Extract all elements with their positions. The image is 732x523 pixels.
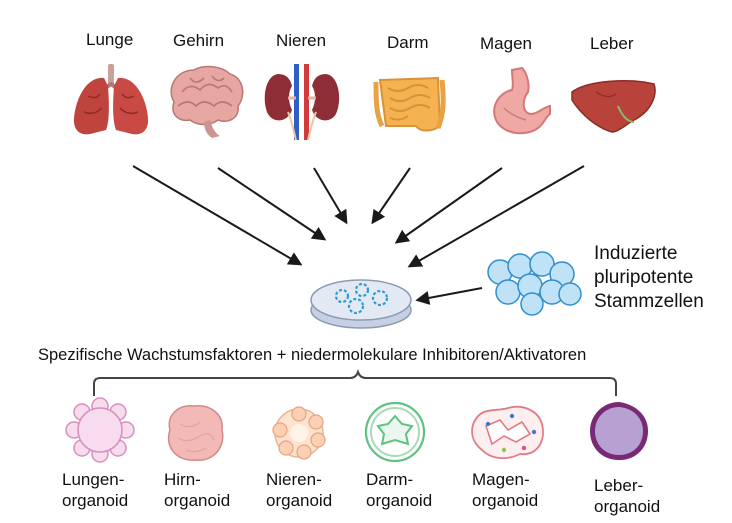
liver-icon — [571, 80, 656, 133]
organ-label-gehirn: Gehirn — [173, 31, 225, 50]
stem-cells-label-line-2: pluripotente — [594, 267, 694, 288]
kidney-icon — [264, 64, 340, 141]
organoid-label-stomach-2: organoid — [472, 491, 539, 510]
organoid-label-lung-1: Lungen- — [62, 470, 125, 489]
organ-label-leber: Leber — [590, 34, 634, 53]
organoid-label-kidney-1: Nieren- — [266, 470, 322, 489]
organ-label-magen: Magen — [480, 34, 532, 53]
stem-cells-label-line-1: Induzierte — [594, 243, 678, 264]
arrow-intestine — [371, 167, 411, 225]
stem-cells-label-line-3: Stammzellen — [594, 291, 704, 312]
organoid-label-stomach-1: Magen- — [472, 470, 530, 489]
stem-cell-cluster-icon — [487, 251, 582, 316]
arrow-stem-cells — [415, 287, 483, 305]
lung-icon — [73, 64, 149, 135]
organ-label-lunge: Lunge — [86, 30, 134, 49]
arrow-lung — [132, 165, 303, 266]
liver-organoid-icon — [590, 402, 648, 460]
organoid-label-intestine-2: organoid — [366, 491, 433, 510]
kidney-organoid-icon — [272, 406, 326, 460]
petri-dish-icon — [310, 279, 412, 329]
stem-cells-label: Induzierte pluripotente Stammzellen — [594, 242, 704, 314]
organoid-label-brain-1: Hirn- — [164, 470, 201, 489]
arrow-liver — [407, 165, 585, 268]
brain-icon — [170, 65, 244, 138]
organoid-label-brain-2: organoid — [164, 491, 231, 510]
stomach-icon — [493, 66, 551, 135]
lung-organoid-icon — [65, 397, 135, 463]
growth-factors-banner: Spezifische Wachstumsfaktoren + niedermo… — [38, 346, 587, 364]
organoid-label-liver-2: organoid — [594, 497, 661, 516]
organ-label-darm: Darm — [387, 33, 429, 52]
organoid-label-lung-2: organoid — [62, 491, 129, 510]
intestine-icon — [373, 76, 446, 132]
arrow-kidney — [313, 167, 348, 225]
stomach-organoid-icon — [471, 405, 544, 459]
arrow-stomach — [394, 167, 503, 244]
organoid-label-intestine-1: Darm- — [366, 470, 414, 489]
organoid-label-liver-1: Leber- — [594, 476, 644, 495]
brain-organoid-icon — [167, 405, 224, 461]
organ-label-nieren: Nieren — [276, 31, 327, 50]
intestine-organoid-icon — [364, 401, 426, 463]
organoid-label-kidney-2: organoid — [266, 491, 333, 510]
arrow-brain — [217, 167, 327, 241]
